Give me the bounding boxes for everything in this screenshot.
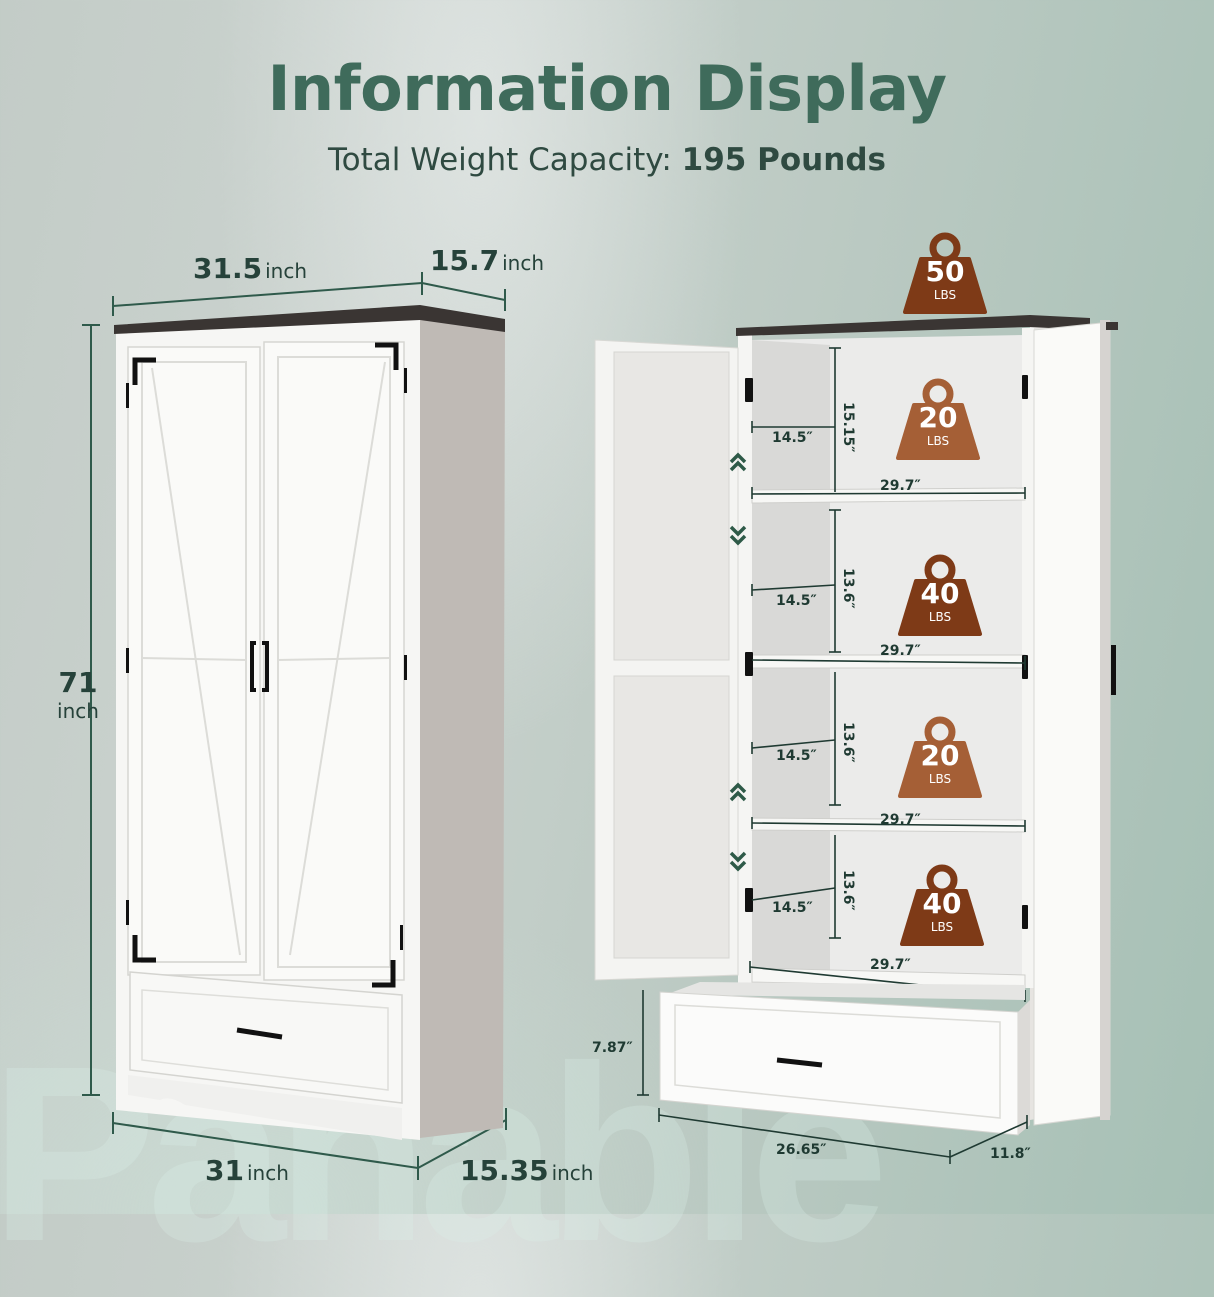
shelf-4-height-label: 13.6″ (840, 870, 856, 911)
shelf-3-width-label: 29.7″ (880, 812, 921, 828)
weight-icon (898, 554, 982, 636)
shelf-1-depth-label: 14.5″ (772, 430, 813, 446)
drawer-height-label: 7.87″ (592, 1040, 633, 1056)
closed-cabinet-illustration (82, 272, 507, 1180)
shelf-3-load-badge: 20 LBS (892, 710, 988, 798)
subtitle-label: Total Weight Capacity: (328, 142, 672, 178)
shelf-4-depth-label: 14.5″ (772, 900, 813, 916)
shelf-1-load-badge: 20 LBS (890, 372, 986, 460)
shelf-1-height-label: 15.15″ (840, 402, 856, 453)
shelf-3-height-label: 13.6″ (840, 722, 856, 763)
closed-height-dimension: 71 inch (57, 666, 99, 723)
weight-icon (903, 232, 987, 314)
weight-capacity-subtitle: Total Weight Capacity: 195 Pounds (0, 142, 1214, 178)
weight-icon (896, 378, 980, 460)
shelf-4-load-badge: 40 LBS (894, 858, 990, 946)
subtitle-value: 195 Pounds (681, 142, 886, 178)
weight-icon (900, 864, 984, 946)
shelf-2-load-badge: 40 LBS (892, 548, 988, 636)
shelf-1-width-label: 29.7″ (880, 478, 921, 494)
shelf-2-depth-label: 14.5″ (776, 593, 817, 609)
weight-icon (898, 716, 982, 798)
shelf-2-width-label: 29.7″ (880, 643, 921, 659)
top-load-weight-badge: 50 LBS (897, 226, 993, 314)
drawer-depth-label: 11.8″ (990, 1146, 1031, 1162)
drawer-width-label: 26.65″ (776, 1142, 827, 1158)
shelf-3-depth-label: 14.5″ (776, 748, 817, 764)
shelf-4-width-label: 29.7″ (870, 957, 911, 973)
open-cabinet-illustration (594, 315, 1118, 1164)
page-title: Information Display (267, 52, 947, 125)
shelf-2-height-label: 13.6″ (840, 568, 856, 609)
